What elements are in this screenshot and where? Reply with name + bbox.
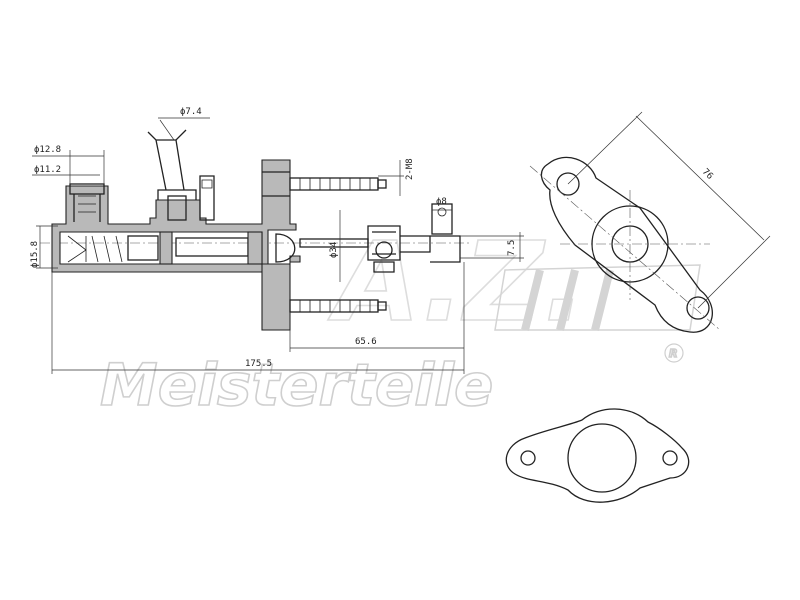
gasket-hole-left (520, 450, 536, 466)
flange-lower (261, 255, 301, 331)
flange-front-view: 76 (529, 111, 771, 333)
inlet-2-boss (157, 189, 197, 200)
clevis-body (400, 235, 461, 263)
upper-stud-tip (377, 179, 387, 189)
clevis-pin-hole (437, 207, 447, 217)
secondary-seal (247, 231, 263, 265)
dim-15-87-label: ϕ15.8 (30, 241, 40, 268)
dim-7-5-label: 7.5 (507, 240, 517, 256)
dim-12-8-label: ϕ12.8 (34, 145, 61, 155)
dim-175-5-label: 175.5 (245, 359, 272, 369)
rod-nut-detail (372, 231, 396, 255)
watermark-logo: A.Z. (327, 218, 586, 346)
dust-boot (275, 233, 296, 263)
registered-mark-text: R (669, 347, 677, 360)
spring-end (67, 235, 87, 263)
dim-7-4-leader (159, 119, 175, 141)
flange-diag-axis (529, 165, 721, 331)
dim-76-line (635, 115, 765, 241)
upper-stud-threads (299, 178, 371, 190)
watermark-stripe-lines (521, 269, 614, 331)
cylinder-side-view (40, 129, 470, 331)
lower-stud-threads (299, 300, 371, 312)
dim-11-2-label: ϕ11.2 (34, 165, 61, 175)
inlet-threads (78, 195, 96, 213)
bleed-screw (199, 175, 215, 221)
clevis-lower-eye (375, 241, 393, 259)
registered-mark-icon (664, 343, 684, 363)
piston-rod-inner (175, 237, 249, 257)
dim-m8-label: 2-M8 (405, 158, 415, 180)
upper-stud (289, 177, 379, 191)
gasket-outline (505, 408, 690, 503)
dim-7-4-label: ϕ7.4 (180, 107, 202, 117)
dim-76-ext-b (697, 235, 771, 309)
inlet-nipple-walls (73, 194, 101, 222)
gasket-view (505, 408, 690, 503)
primary-seal (159, 231, 173, 265)
spring-coils (91, 235, 123, 263)
dim-8-label: ϕ8 (436, 197, 447, 207)
primary-piston (127, 235, 159, 261)
inlet-2-insert (167, 195, 187, 221)
upper-stud-nut (262, 171, 290, 197)
lower-stud-tip (377, 301, 387, 311)
dim-76-ext-t (567, 111, 643, 185)
flange-hole-bottom (686, 296, 710, 320)
clevis-foot (373, 261, 395, 273)
dimension-lines: ϕ12.8 ϕ11.2 ϕ7.4 ϕ15.8 ϕ34 2-M8 ϕ8 7.5 6 (30, 107, 524, 374)
watermark-brand: Meisterteile (100, 351, 493, 419)
flange-hole-top (556, 172, 580, 196)
inlet-nipple-top (69, 183, 105, 195)
dim-34-label: ϕ34 (329, 242, 339, 258)
gasket-center-hole (567, 423, 637, 493)
flange-outline (540, 156, 713, 333)
hose-cap (147, 129, 187, 141)
bleed-screw-head (201, 179, 213, 189)
dim-65-6-label: 65.6 (355, 337, 377, 347)
watermark-stripes (494, 264, 701, 331)
rod-nut (367, 225, 401, 261)
clevis-pin (431, 203, 453, 235)
hose-stem (155, 139, 185, 191)
watermark: Meisterteile A.Z. R (99, 217, 701, 420)
gasket-hole-right (662, 450, 678, 466)
